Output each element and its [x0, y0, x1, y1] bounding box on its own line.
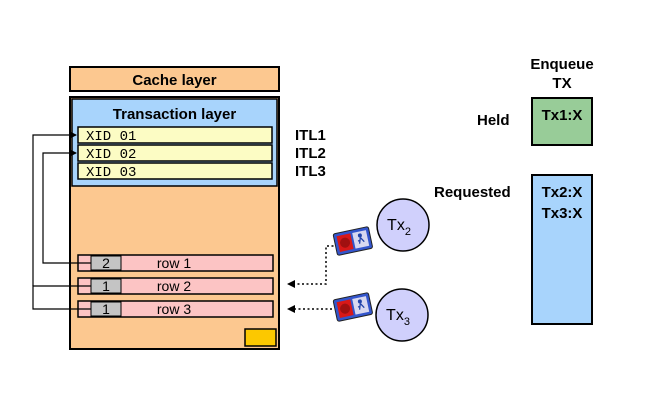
row-2-lock-value: 1	[102, 278, 110, 294]
enqueue-title-line2: TX	[552, 75, 571, 92]
xid-slot-1-label: XID 01	[86, 129, 136, 145]
tx2-label: Tx2	[387, 217, 411, 238]
transaction-layer-label: Transaction layer	[113, 106, 237, 123]
xid-slot-3-label: XID 03	[86, 165, 136, 181]
requested-value-2: Tx3:X	[542, 205, 583, 222]
xid-slot-2-label: XID 02	[86, 147, 136, 163]
cache-layer-label: Cache layer	[132, 72, 216, 89]
row-3-lock-value: 1	[102, 301, 110, 317]
row-2-label: row 2	[157, 278, 191, 294]
itl-label-2: ITL2	[295, 145, 326, 162]
itl-label-1: ITL1	[295, 127, 326, 144]
xid-slot-1	[77, 126, 273, 144]
wait-sign-icon	[332, 292, 373, 322]
cache-layer: Cache layer	[69, 66, 280, 92]
wait-line-tx2	[287, 245, 338, 288]
row-1-lock-value: 2	[102, 255, 110, 271]
wait-sign-icon	[332, 226, 373, 256]
transaction-tx3: Tx3	[375, 288, 429, 342]
xid-slot-2	[77, 144, 273, 162]
held-value: Tx1:X	[542, 107, 583, 124]
requested-value-1: Tx2:X	[542, 184, 583, 201]
connector-row-3	[32, 285, 91, 310]
connector-row-2	[32, 131, 77, 286]
enqueue-title-line1: Enqueue	[530, 56, 593, 73]
data-block: Transaction layer XID 01 XID 02 XID 03 2…	[69, 96, 280, 350]
row-3-label: row 3	[157, 301, 191, 317]
block-corner-marker	[244, 328, 277, 347]
requested-label: Requested	[434, 184, 511, 201]
wait-connectors	[287, 245, 338, 313]
tx3-label: Tx3	[386, 307, 410, 328]
row-to-itl-connectors	[32, 131, 91, 310]
held-label: Held	[477, 112, 510, 129]
xid-slot-3	[77, 162, 273, 180]
row-1-label: row 1	[157, 255, 191, 271]
itl-label-3: ITL3	[295, 163, 326, 180]
requested-box	[531, 174, 593, 325]
held-box	[531, 97, 593, 146]
transaction-tx2: Tx2	[376, 198, 430, 252]
connector-row-1	[42, 149, 91, 264]
